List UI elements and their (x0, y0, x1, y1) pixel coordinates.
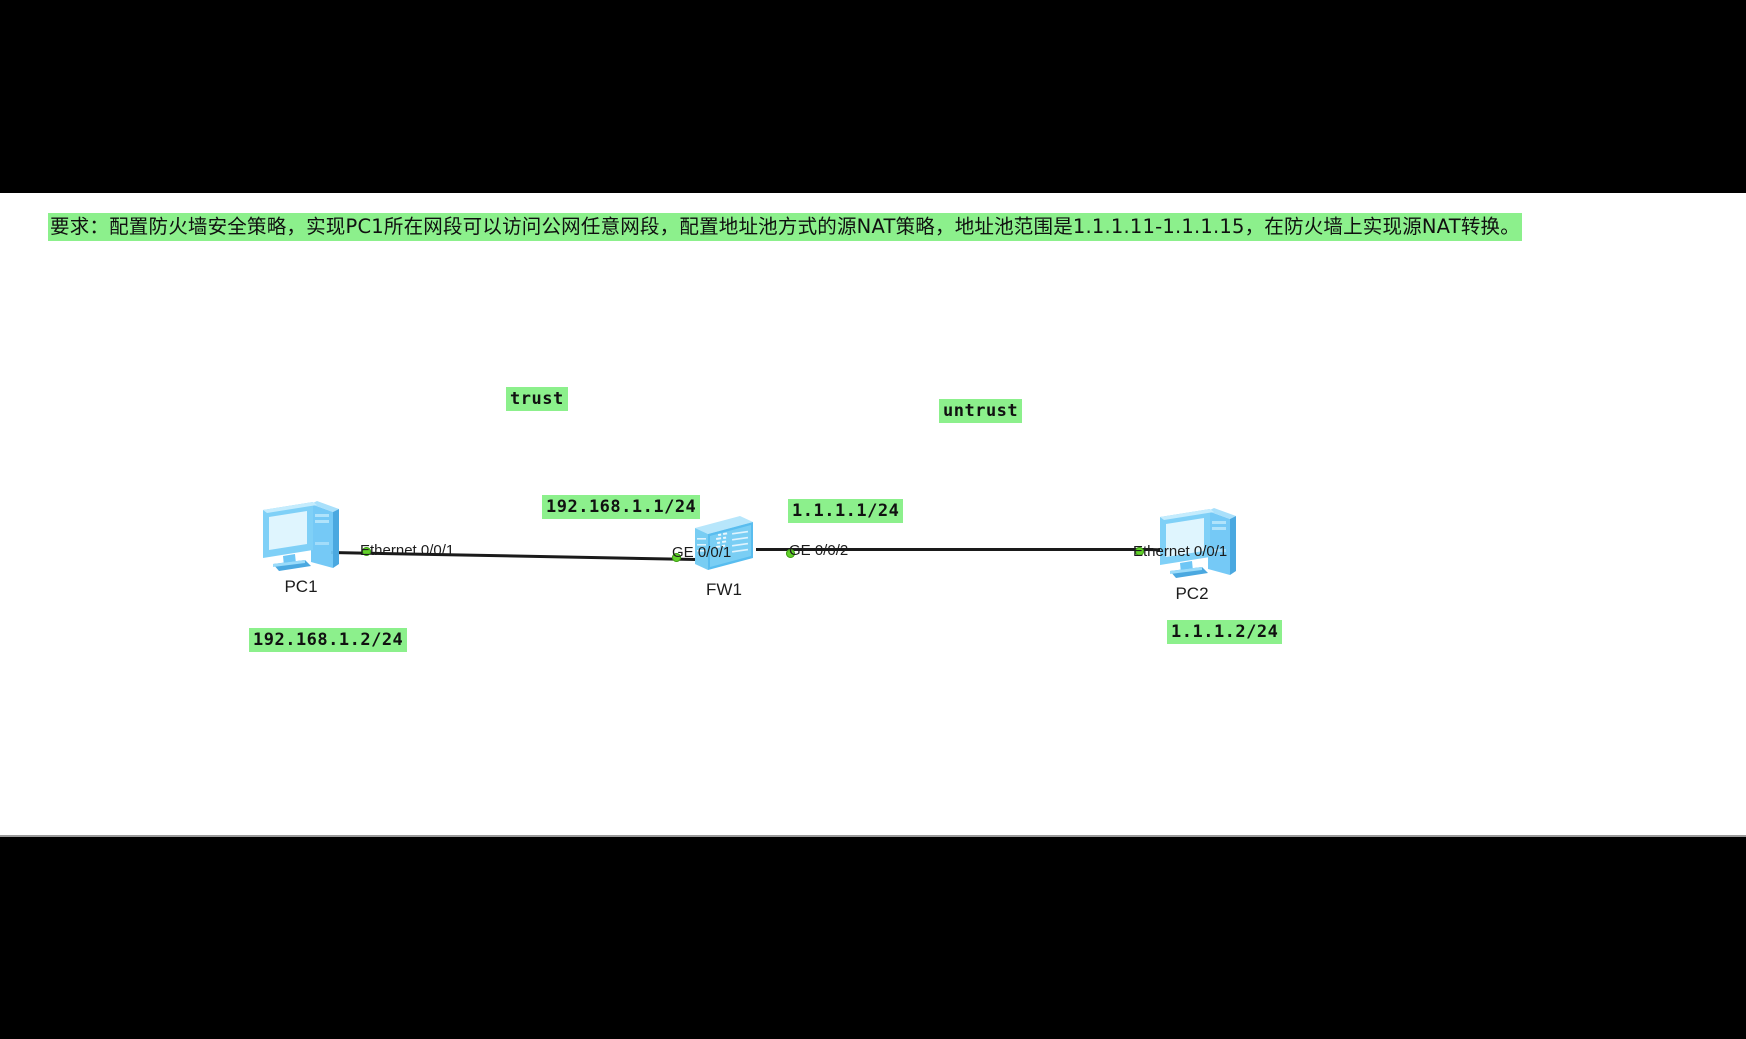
node-label-pc1: PC1 (284, 577, 318, 596)
link-endpoint-pc1[interactable] (362, 547, 371, 556)
ip-label-fw1-ge2: 1.1.1.1/24 (788, 499, 904, 523)
ip-label-fw1-ge1: 192.168.1.1/24 (542, 495, 701, 519)
link-endpoint-fw1-ge2[interactable] (786, 549, 795, 558)
zone-label-trust: trust (506, 387, 568, 411)
interface-label-fw1-ge1: GE 0/0/1 (672, 544, 732, 561)
firewall-icon (695, 516, 753, 570)
topology-canvas[interactable]: 要求：配置防火墙安全策略，实现PC1所在网段可以访问公网任意网段，配置地址池方式… (0, 193, 1746, 837)
interface-label-pc2-eth: Ethernet 0/0/1 (1133, 543, 1228, 560)
device-pc2[interactable] (1152, 505, 1244, 583)
link-endpoint-pc2[interactable] (1135, 547, 1144, 556)
interface-label-fw1-ge2: GE 0/0/2 (789, 542, 849, 559)
node-label-fw1: FW1 (706, 580, 742, 599)
pc-icon (263, 501, 339, 571)
device-fw1[interactable] (692, 514, 756, 572)
zone-label-untrust: untrust (939, 399, 1023, 423)
letterbox-top (0, 0, 1746, 193)
link-endpoint-fw1-ge1[interactable] (672, 553, 681, 562)
interface-label-pc1-eth: Ethernet 0/0/1 (360, 542, 455, 559)
ip-label-pc1: 192.168.1.2/24 (249, 628, 408, 652)
requirement-banner: 要求：配置防火墙安全策略，实现PC1所在网段可以访问公网任意网段，配置地址池方式… (48, 213, 1522, 241)
letterbox-bottom (0, 837, 1746, 1039)
device-pc1[interactable] (255, 498, 347, 576)
ip-label-pc2: 1.1.1.2/24 (1167, 620, 1283, 644)
link-fw1-pc2[interactable] (756, 548, 1153, 551)
node-label-pc2: PC2 (1175, 584, 1209, 603)
pc-icon (1160, 508, 1236, 578)
